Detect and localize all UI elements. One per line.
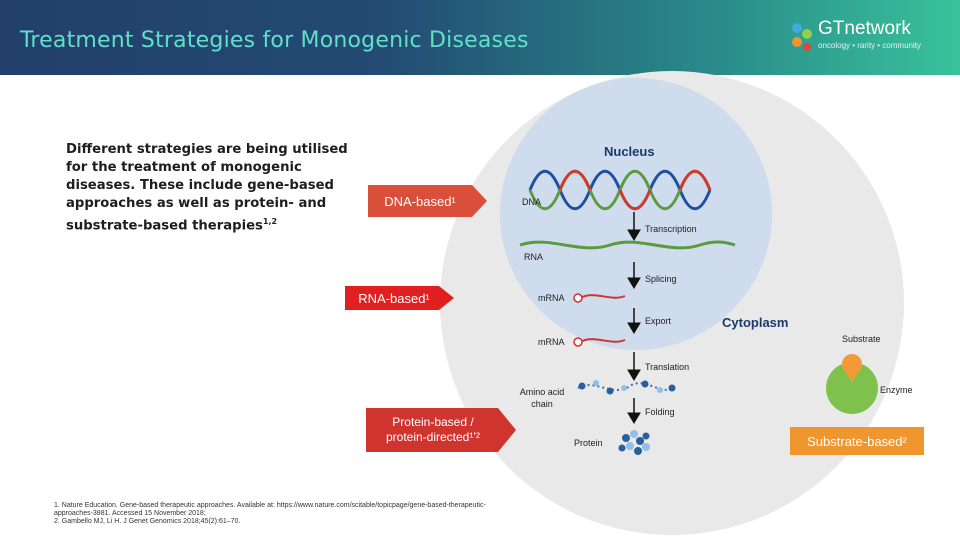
dna-helix — [528, 169, 712, 211]
intro-body: Different strategies are being utilised … — [66, 142, 348, 234]
process-arrows — [627, 212, 641, 424]
mrna-cytoplasm-label: mRNA — [538, 337, 565, 347]
amino-acid-line2: chain — [531, 399, 553, 409]
mrna-cytoplasm-strand — [573, 337, 626, 347]
cytoplasm-label: Cytoplasm — [722, 315, 789, 330]
nucleus-label: Nucleus — [604, 144, 655, 159]
enzyme-label: Enzyme — [880, 385, 913, 395]
rna-based-arrow — [345, 286, 454, 310]
reference-1: 1. Nature Education. Gene-based therapeu… — [54, 502, 486, 517]
dna-based-arrow — [368, 185, 487, 217]
substrate-label: Substrate — [842, 334, 881, 344]
protein-based-line2: protein-directed¹ʼ² — [385, 430, 481, 444]
protein-based-line1: Protein-based / — [392, 415, 474, 429]
dna-logo-icon — [792, 23, 812, 51]
transcription-label: Transcription — [645, 224, 697, 234]
substrate-based-label: Substrate-based² — [807, 433, 907, 449]
protein-based-arrow — [366, 408, 516, 452]
nucleus-area — [500, 78, 772, 350]
mrna-nucleus-strand — [573, 293, 626, 303]
dna-based-label: DNA-based¹ — [384, 193, 456, 209]
header-banner: Treatment Strategies for Monogenic Disea… — [0, 0, 960, 75]
protein-based-label: Protein-based / protein-directed¹ʼ² — [368, 410, 498, 450]
protein-label: Protein — [574, 438, 603, 448]
rna-label: RNA — [524, 252, 544, 262]
folded-protein — [618, 430, 650, 455]
enzyme-substrate — [826, 354, 878, 414]
amino-acid-line1: Amino acid — [519, 387, 565, 397]
export-label: Export — [645, 316, 672, 326]
splicing-label: Splicing — [645, 274, 677, 284]
intro-text: Different strategies are being utilised … — [66, 141, 366, 235]
amino-acid-chain — [577, 380, 676, 395]
dna-label: DNA — [522, 197, 542, 207]
intro-reference: 1,2 — [262, 217, 278, 226]
gtnetwork-logo: GTnetwork oncology • rarity • community — [788, 18, 938, 54]
logo-tagline: oncology • rarity • community — [818, 41, 921, 50]
folding-label: Folding — [645, 407, 675, 417]
page-title: Treatment Strategies for Monogenic Disea… — [20, 28, 529, 53]
rna-based-label: RNA-based¹ — [358, 290, 430, 306]
rna-strand — [519, 240, 736, 250]
references: 1. Nature Education. Gene-based therapeu… — [54, 502, 524, 526]
logo-wordmark: GTnetwork — [818, 18, 911, 39]
substrate-based-box — [790, 427, 924, 455]
translation-label: Translation — [645, 362, 690, 372]
mrna-nucleus-label: mRNA — [538, 293, 565, 303]
amino-acid-chain-label: Amino acid chain — [516, 386, 568, 410]
reference-2: 2. Gambello MJ, Li H. J Genet Genomics 2… — [54, 518, 241, 525]
